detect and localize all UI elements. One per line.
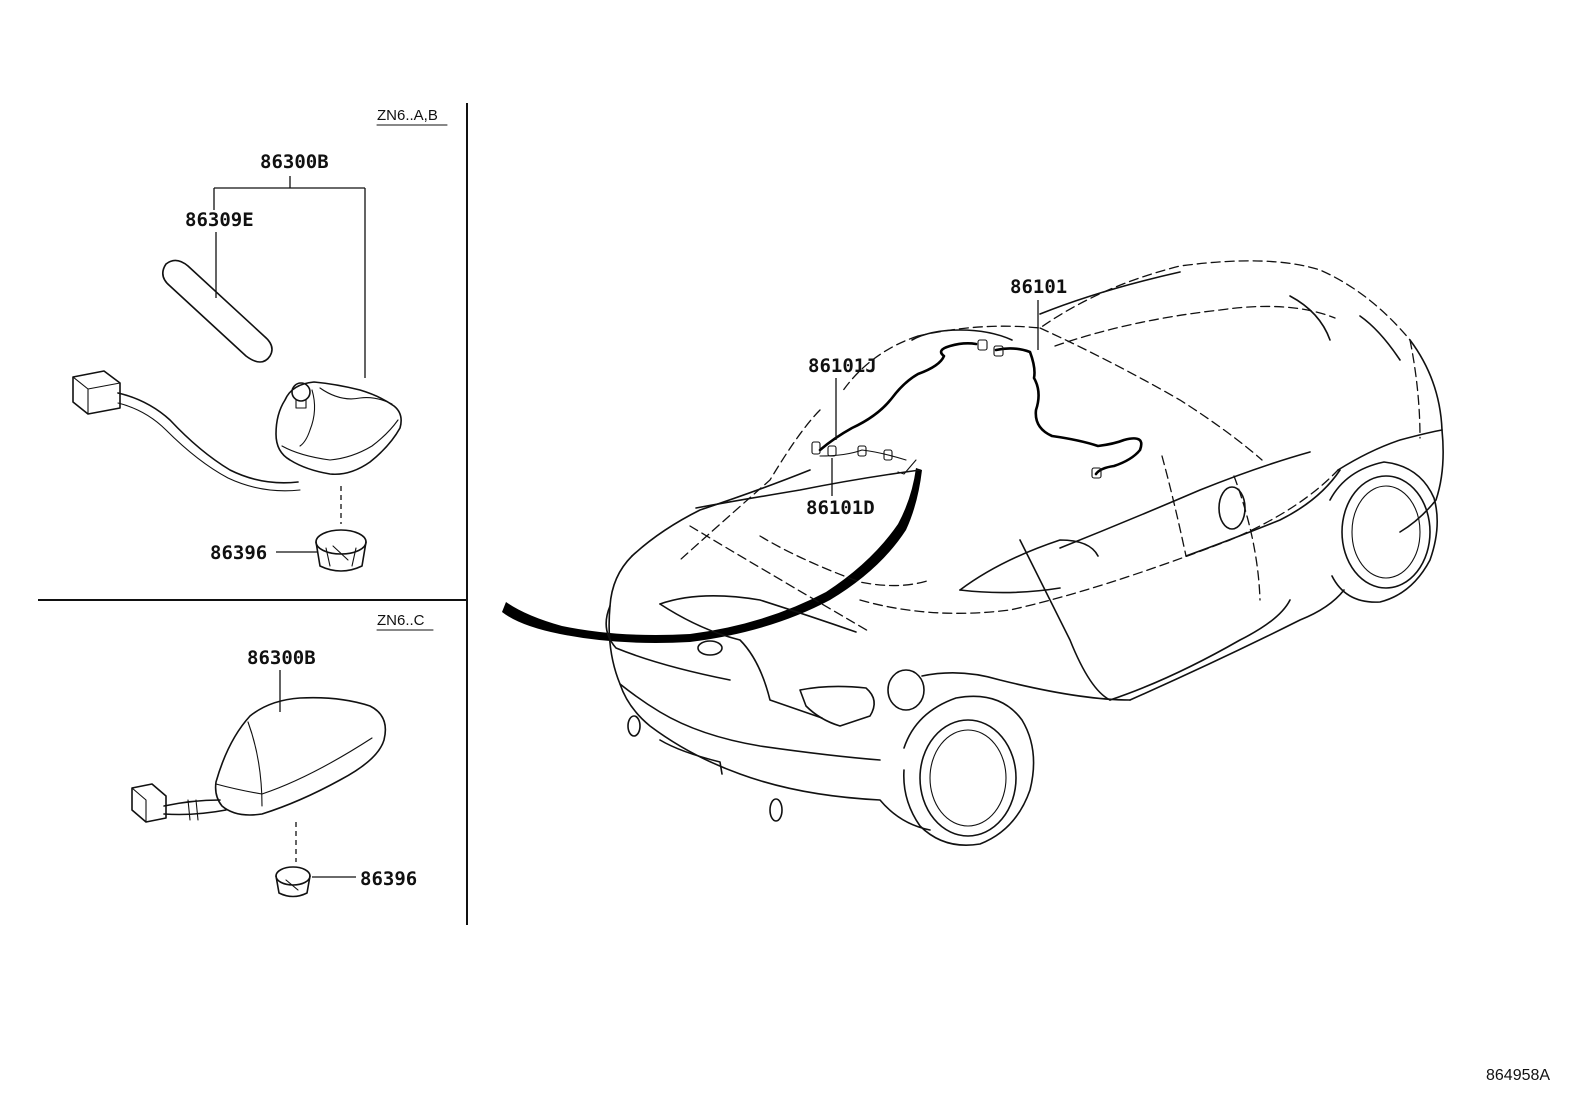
antenna-gasket-icon (315, 529, 367, 572)
connection-arrow (502, 468, 922, 643)
bracket-upper-assembly (213, 176, 366, 378)
label-lower-assembly: 86300B (247, 647, 316, 669)
antenna-base-unit-icon (275, 381, 402, 476)
label-harness-d: 86101D (806, 497, 875, 519)
label-upper-rod: 86309E (185, 209, 254, 231)
label-harness-main: 86101 (1010, 276, 1067, 298)
label-harness-j: 86101J (808, 355, 877, 377)
label-upper-base: 86396 (210, 542, 267, 564)
variant-label-lower: ZN6..C (377, 612, 425, 629)
car-body-icon (605, 260, 1444, 846)
shark-fin-cable-icon (163, 799, 227, 821)
shark-fin-antenna-icon (214, 696, 387, 816)
antenna-harness-icon (811, 339, 1143, 479)
shark-fin-gasket-icon (275, 866, 311, 898)
antenna-rod-icon (162, 259, 273, 363)
shark-fin-connector-icon (131, 783, 167, 823)
label-upper-assembly: 86300B (260, 151, 329, 173)
diagram-reference-code: 864958A (1486, 1067, 1550, 1084)
variant-label-upper: ZN6..A,B (377, 107, 438, 124)
antenna-connector-icon (72, 370, 121, 415)
label-lower-base: 86396 (360, 868, 417, 890)
antenna-cable-icon (117, 392, 301, 492)
